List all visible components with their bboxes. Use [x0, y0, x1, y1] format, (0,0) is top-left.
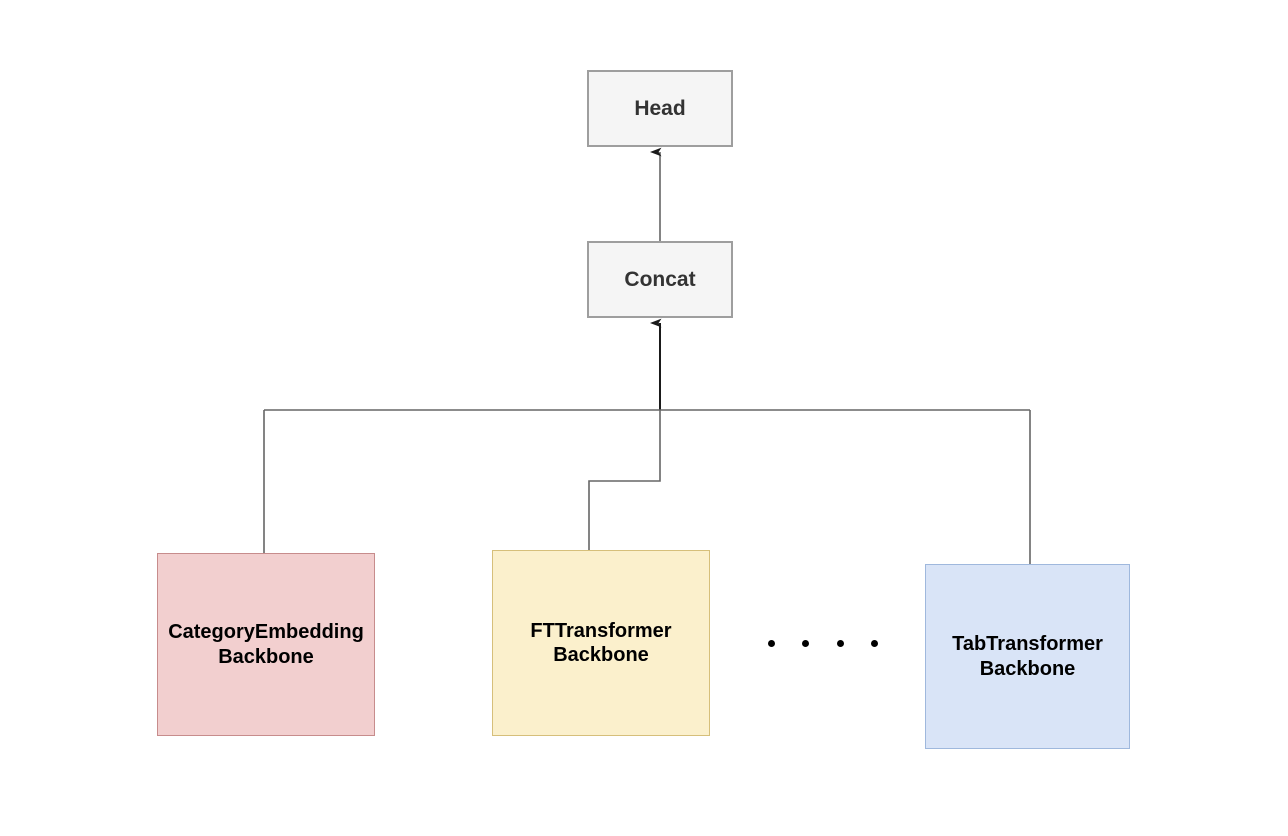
node-head[interactable]: Head	[587, 70, 733, 147]
ellipsis-dot	[870, 639, 878, 647]
ellipsis-dot	[802, 639, 810, 647]
label-line-1: TabTransformer	[952, 633, 1103, 656]
ellipsis-dot	[768, 639, 775, 647]
label-line-2: Backbone	[979, 657, 1076, 680]
edge-ft-transformer-to-bus	[588, 410, 661, 551]
label-line-2: Backbone	[553, 644, 649, 666]
label-line-1: CategoryEmbedding	[168, 621, 364, 644]
ellipsis-dot	[836, 639, 844, 647]
node-head-label: Head	[634, 96, 686, 120]
label-line-2: Backbone	[218, 645, 314, 668]
label-line-1: FTTransformer	[530, 619, 672, 642]
node-concat-label: Concat	[624, 267, 696, 291]
node-concat[interactable]: Concat	[587, 241, 733, 318]
more-backbones-ellipsis	[768, 637, 878, 649]
